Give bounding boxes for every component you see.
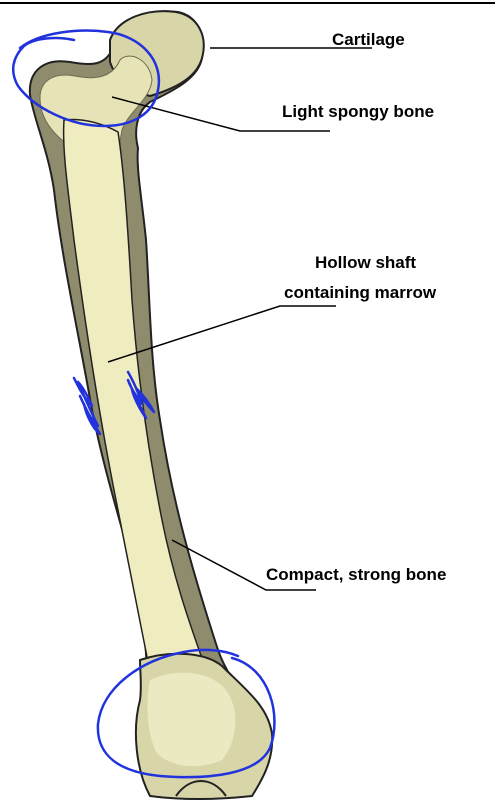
label-compact-bone: Compact, strong bone [266, 565, 446, 584]
label-spongy-bone: Light spongy bone [282, 102, 434, 121]
distal-highlight [148, 673, 236, 767]
label-hollow-shaft-line1: Hollow shaft [315, 253, 416, 272]
label-hollow-shaft-line2: containing marrow [284, 283, 437, 302]
label-cartilage: Cartilage [332, 30, 405, 49]
labels: Cartilage Light spongy bone Hollow shaft… [266, 30, 446, 584]
